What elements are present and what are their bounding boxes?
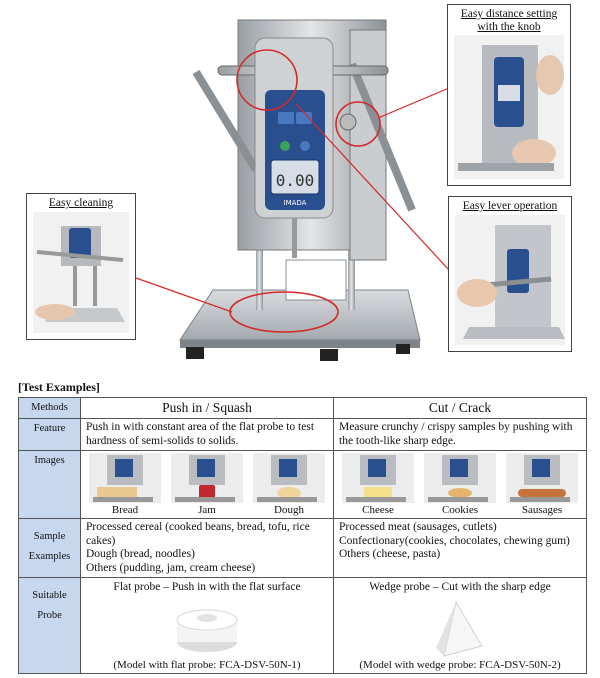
feature-push-in: Push in with constant area of the flat p…: [80, 418, 334, 451]
callout-knob-setting: Easy distance setting with the knob: [447, 4, 571, 186]
method-cut: Cut / Crack: [333, 397, 587, 419]
list-item: Jam: [171, 453, 243, 516]
image-caption: Cheese: [362, 504, 394, 516]
sample-line: Confectionary(cookies, chocolates, chewi…: [339, 534, 570, 547]
display-readout: 0.00: [276, 171, 315, 190]
images-push-in: Bread Jam Dough: [80, 450, 334, 519]
wedge-probe-image: [436, 600, 483, 657]
row-label-probe: Suitable Probe: [18, 577, 81, 674]
probe-flat: Flat probe – Push in with the flat surfa…: [80, 577, 334, 674]
cheese-sample-photo: [342, 453, 414, 503]
row-label-methods: Methods: [18, 397, 81, 419]
list-item: Cookies: [424, 453, 496, 516]
table-row-methods: Methods Push in / Squash Cut / Crack: [18, 397, 587, 419]
probe-model: (Model with flat probe: FCA-DSV-50N-1): [113, 659, 301, 671]
texture-analyzer-stand-illustration: 0.00 IMADA: [135, 19, 450, 361]
callout-cleaning-title: Easy cleaning: [48, 197, 114, 209]
knob-adjustment-photo: [454, 35, 564, 179]
image-caption: Bread: [111, 504, 139, 516]
feature-cut: Measure crunchy / crispy samples by push…: [333, 418, 587, 451]
table-row-feature: Feature Push in with constant area of th…: [18, 418, 587, 451]
row-label-feature: Feature: [18, 418, 81, 451]
lever-operation-photo: [455, 215, 565, 345]
sample-line: Others (cheese, pasta): [339, 548, 441, 560]
device-brand: IMADA: [284, 199, 307, 207]
table-row-samples: Sample Examples Processed cereal (cooked…: [18, 518, 587, 578]
probe-title: Flat probe – Push in with the flat surfa…: [113, 581, 301, 593]
probe-title: Wedge probe – Cut with the sharp edge: [369, 581, 551, 593]
callout-lever-title: Easy lever operation: [462, 200, 558, 212]
jam-sample-photo: [171, 453, 243, 503]
list-item: Bread: [89, 453, 161, 516]
image-caption: Cookies: [441, 504, 479, 516]
cookies-sample-photo: [424, 453, 496, 503]
section-title: [Test Examples]: [18, 380, 100, 394]
test-examples-table: Methods Push in / Squash Cut / Crack Fea…: [18, 397, 587, 674]
callout-lever-operation: Easy lever operation: [448, 196, 572, 352]
row-label-images: Images: [18, 450, 81, 519]
probe-wedge: Wedge probe – Cut with the sharp edge (M…: [333, 577, 587, 674]
cleaning-photo: [33, 212, 129, 333]
image-caption: Sausages: [521, 504, 563, 516]
flat-probe-image: [176, 609, 238, 652]
sample-line: Dough (bread, noodles): [86, 548, 195, 560]
image-caption: Jam: [198, 504, 216, 516]
callout-cleaning: Easy cleaning: [26, 193, 136, 340]
table-row-images: Images Bread Jam Dough: [18, 450, 587, 519]
list-item: Sausages: [506, 453, 578, 516]
product-hero: 0.00 IMADA Easy distance setting with th…: [26, 4, 572, 361]
callout-knob-title: Easy distance setting with the knob: [460, 8, 558, 33]
images-cut: Cheese Cookies Sausages: [333, 450, 587, 519]
row-label-samples: Sample Examples: [18, 518, 81, 578]
sample-line: Processed meat (sausages, cutlets): [339, 521, 497, 533]
method-push-in: Push in / Squash: [80, 397, 334, 419]
samples-push-in: Processed cereal (cooked beans, bread, t…: [80, 518, 334, 578]
samples-cut: Processed meat (sausages, cutlets) Confe…: [333, 518, 587, 578]
table-row-probe: Suitable Probe Flat probe – Push in with…: [18, 577, 587, 674]
image-caption: Dough: [274, 504, 304, 516]
sausages-sample-photo: [506, 453, 578, 503]
probe-model: (Model with wedge probe: FCA-DSV-50N-2): [359, 659, 561, 671]
list-item: Cheese: [342, 453, 414, 516]
list-item: Dough: [253, 453, 325, 516]
dough-sample-photo: [253, 453, 325, 503]
sample-line: Others (pudding, jam, cream cheese): [86, 561, 256, 574]
sample-line: Processed cereal (cooked beans, bread, t…: [86, 521, 310, 547]
bread-sample-photo: [89, 453, 161, 503]
